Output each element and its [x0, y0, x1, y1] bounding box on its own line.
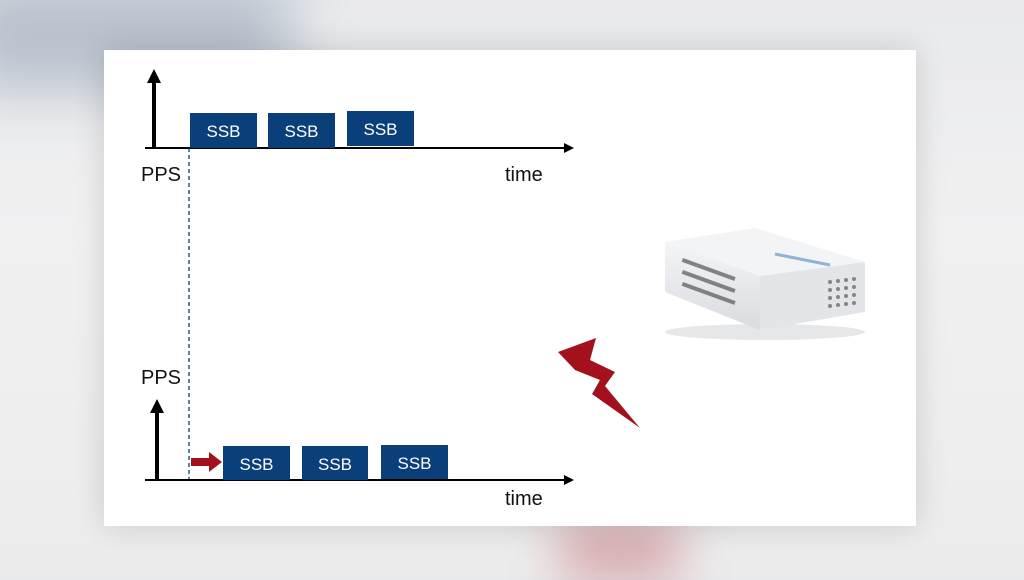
time-label-bottom: time [505, 488, 543, 510]
ssb-block: SSB [190, 113, 257, 148]
svg-text:SSB: SSB [397, 454, 431, 473]
pps-label-bottom: PPS [141, 367, 181, 389]
shift-arrow-icon [191, 452, 222, 472]
background-blur [560, 520, 680, 580]
device-image [665, 228, 865, 340]
ssb-block: SSB [223, 446, 290, 480]
svg-text:SSB: SSB [284, 122, 318, 141]
pps-label-top: PPS [141, 164, 181, 186]
time-label-top: time [505, 164, 543, 186]
svg-text:SSB: SSB [206, 122, 240, 141]
svg-text:SSB: SSB [318, 455, 352, 474]
ssb-block: SSB [302, 446, 368, 480]
lightning-icon [558, 338, 640, 428]
ssb-block: SSB [268, 113, 335, 148]
svg-text:SSB: SSB [239, 455, 273, 474]
ssb-block: SSB [381, 445, 448, 479]
svg-text:SSB: SSB [363, 120, 397, 139]
ssb-block: SSB [347, 111, 414, 146]
